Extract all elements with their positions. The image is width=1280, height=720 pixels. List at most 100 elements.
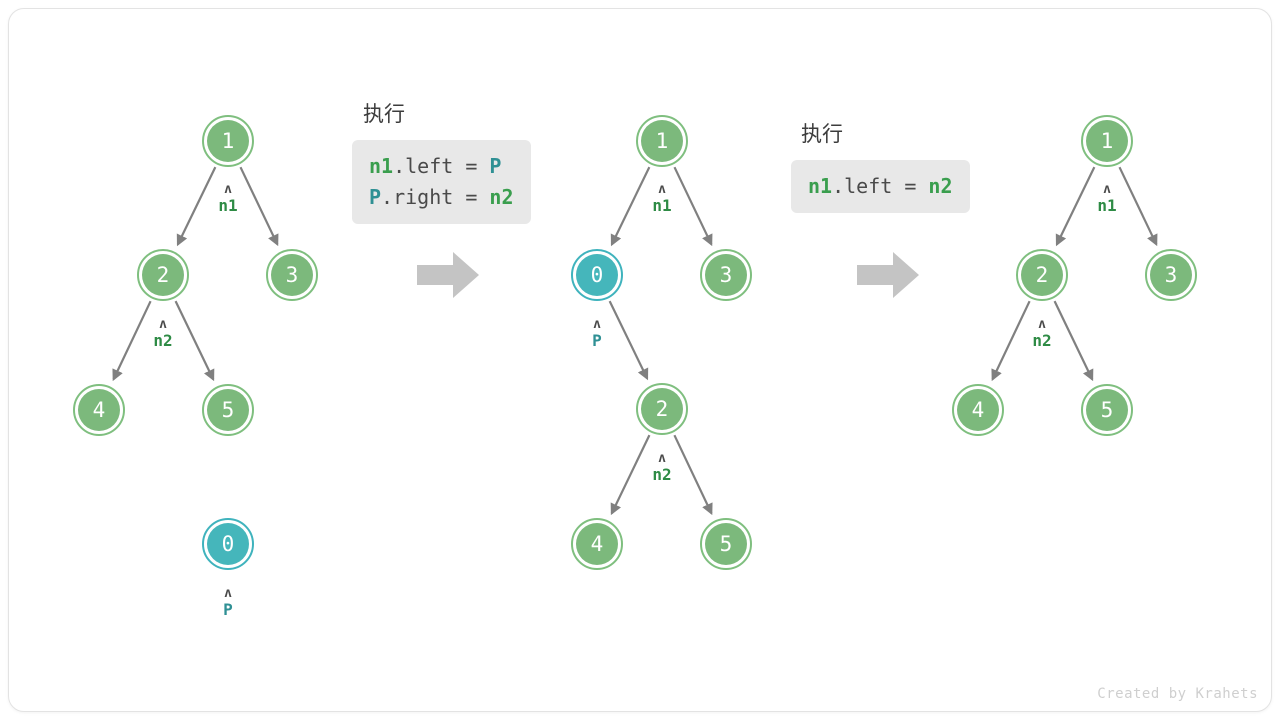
code-line: n1.left = n2 xyxy=(808,171,953,202)
tree-node-fill: 1 xyxy=(207,120,249,162)
tree-node-value: 2 xyxy=(1035,262,1049,287)
code-token: n1 xyxy=(369,154,394,178)
tree-node-fill: 2 xyxy=(142,254,184,296)
step-title-2: 执行 xyxy=(801,123,843,146)
tree-node-fill: 4 xyxy=(576,523,618,565)
tree-node-fill: 1 xyxy=(641,120,683,162)
tree-edge xyxy=(610,434,651,516)
tree-node-5[interactable]: 5 xyxy=(700,518,752,570)
tree-node-value: 5 xyxy=(221,397,235,422)
transition-arrow-2 xyxy=(855,249,921,301)
pointer-name: n2 xyxy=(652,465,672,484)
tree-edge xyxy=(673,434,713,516)
code-line: n1.left = P xyxy=(369,151,514,182)
code-token: .right = xyxy=(381,185,490,209)
tree-edge xyxy=(608,300,649,381)
caret-icon: ʌ xyxy=(159,317,167,332)
tree-edge xyxy=(176,166,217,247)
code-token: P xyxy=(369,185,382,209)
pointer-name: n1 xyxy=(1097,196,1117,215)
tree-node-2[interactable]: 2 xyxy=(137,249,189,301)
tree-node-value: 4 xyxy=(590,531,604,556)
code-snippet-2: n1.left = n2 xyxy=(791,160,970,213)
code-token: .left = xyxy=(393,154,490,178)
tree-node-0[interactable]: 0 xyxy=(571,249,623,301)
tree-node-value: 0 xyxy=(590,262,604,287)
tree-node-5[interactable]: 5 xyxy=(202,384,254,436)
tree-edge xyxy=(1118,166,1158,247)
tree-node-value: 1 xyxy=(655,128,669,153)
tree-node-value: 2 xyxy=(156,262,170,287)
code-token: .left = xyxy=(832,174,929,198)
tree-node-2[interactable]: 2 xyxy=(1016,249,1068,301)
tree-node-value: 3 xyxy=(1164,262,1178,287)
tree-node-3[interactable]: 3 xyxy=(266,249,318,301)
tree-node-value: 3 xyxy=(719,262,733,287)
tree-node-1[interactable]: 1 xyxy=(1081,115,1133,167)
tree-node-value: 4 xyxy=(971,397,985,422)
code-line: P.right = n2 xyxy=(369,182,514,213)
pointer-name: n1 xyxy=(218,196,238,215)
tree-edge xyxy=(673,166,713,247)
code-token: n2 xyxy=(928,174,953,198)
tree-node-3[interactable]: 3 xyxy=(700,249,752,301)
tree-node-5[interactable]: 5 xyxy=(1081,384,1133,436)
tree-node-fill: 3 xyxy=(271,254,313,296)
tree-node-fill: 3 xyxy=(1150,254,1192,296)
pointer-name: n2 xyxy=(1032,331,1052,350)
tree-node-value: 0 xyxy=(221,531,235,556)
tree-edge xyxy=(1055,166,1096,247)
tree-node-0[interactable]: 0 xyxy=(202,518,254,570)
tree-edge xyxy=(1053,300,1094,382)
caret-icon: ʌ xyxy=(658,451,666,466)
caret-icon: ʌ xyxy=(1103,182,1111,197)
tree-edge xyxy=(239,166,279,247)
tree-node-1[interactable]: 1 xyxy=(636,115,688,167)
tree-node-3[interactable]: 3 xyxy=(1145,249,1197,301)
tree-node-fill: 4 xyxy=(78,389,120,431)
tree-node-fill: 5 xyxy=(1086,389,1128,431)
tree-node-fill: 3 xyxy=(705,254,747,296)
pointer-name: P xyxy=(223,600,233,619)
tree-node-4[interactable]: 4 xyxy=(571,518,623,570)
tree-node-4[interactable]: 4 xyxy=(952,384,1004,436)
tree-edge xyxy=(174,300,215,382)
pointer-name: n1 xyxy=(652,196,672,215)
caret-icon: ʌ xyxy=(593,317,601,332)
tree-node-value: 1 xyxy=(221,128,235,153)
tree-node-fill: 4 xyxy=(957,389,999,431)
code-token: P xyxy=(489,154,502,178)
tree-node-fill: 2 xyxy=(641,388,683,430)
step-title-1: 执行 xyxy=(363,103,405,126)
watermark-credit: Created by Krahets xyxy=(1097,686,1258,702)
tree-node-1[interactable]: 1 xyxy=(202,115,254,167)
caret-icon: ʌ xyxy=(224,182,232,197)
tree-node-value: 5 xyxy=(1100,397,1114,422)
arrow-right-icon xyxy=(857,252,919,298)
tree-edge xyxy=(610,166,651,247)
tree-node-value: 5 xyxy=(719,531,733,556)
tree-node-2[interactable]: 2 xyxy=(636,383,688,435)
pointer-name: n2 xyxy=(153,331,173,350)
tree-node-fill: 5 xyxy=(207,389,249,431)
caret-icon: ʌ xyxy=(1038,317,1046,332)
tree-node-value: 1 xyxy=(1100,128,1114,153)
tree-node-4[interactable]: 4 xyxy=(73,384,125,436)
tree-node-fill: 0 xyxy=(576,254,618,296)
code-token: n2 xyxy=(489,185,514,209)
tree-edge xyxy=(991,300,1031,382)
caret-icon: ʌ xyxy=(224,586,232,601)
